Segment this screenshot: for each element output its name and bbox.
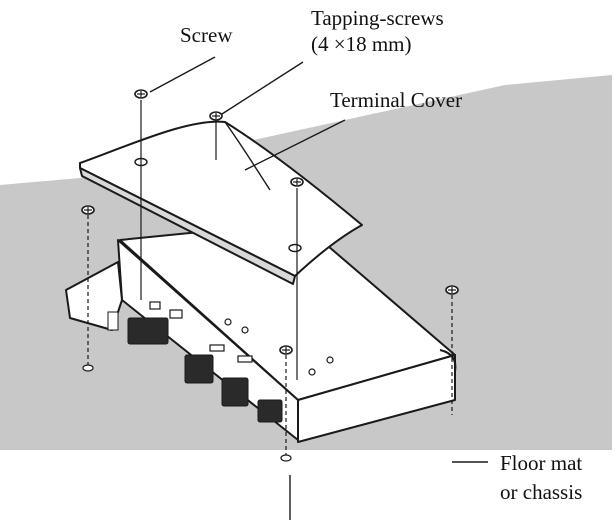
tapping-screw-front — [279, 345, 293, 462]
floor-mat-label: Floor mat — [500, 451, 583, 475]
amplifier-body — [65, 221, 457, 443]
tapping-screw-top — [209, 111, 223, 160]
chassis-label: or chassis — [500, 480, 583, 504]
tapping-screws-label: Tapping-screws — [311, 6, 444, 30]
screw-cover-left — [134, 89, 148, 300]
leader-lines — [149, 56, 488, 520]
terminal-cover-label: Terminal Cover — [330, 88, 463, 112]
tapping-screws-size-label: (4 ×18 mm) — [311, 32, 412, 56]
tapping-screw-right — [445, 285, 459, 415]
terminal-cover — [79, 120, 363, 285]
screw-label: Screw — [180, 23, 233, 47]
panel-details — [149, 301, 334, 376]
terminal-blocks — [107, 311, 283, 423]
screw-cover-right — [290, 177, 304, 380]
tapping-screw-left — [81, 205, 95, 372]
